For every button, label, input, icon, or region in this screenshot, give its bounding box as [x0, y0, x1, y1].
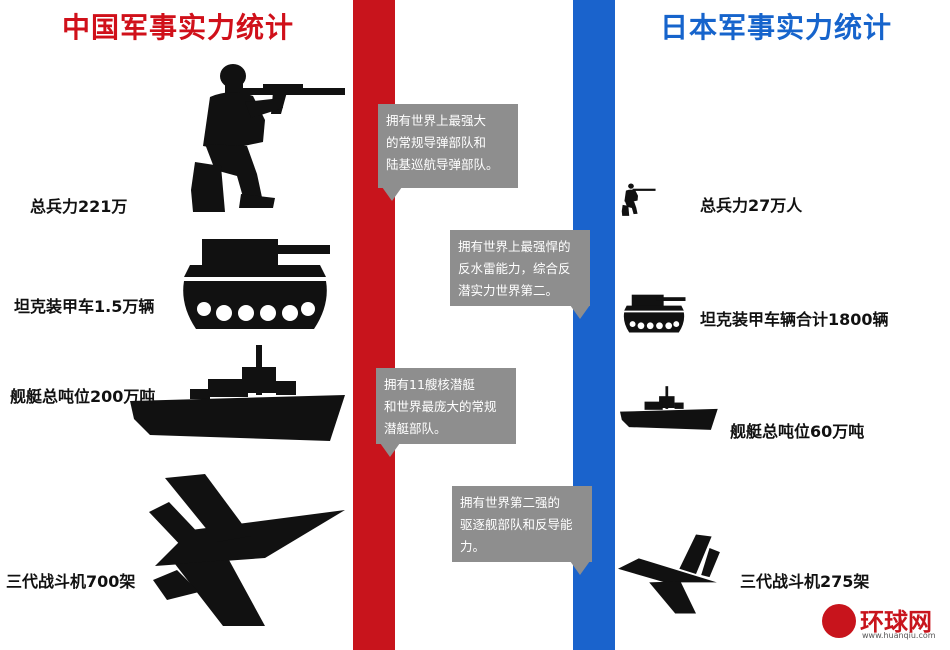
japan-fighters-label: 三代战斗机275架: [740, 572, 870, 591]
china-troops-label: 总兵力221万: [30, 197, 128, 216]
china-tank-icon: [180, 235, 330, 335]
japan-tanks-label: 坦克装甲车辆合计1800辆: [700, 310, 889, 329]
japan-soldier-icon: [620, 183, 656, 217]
china-title: 中国军事实力统计: [62, 11, 295, 44]
china-missiles-note: 拥有世界上最强大 的常规导弹部队和 陆基巡航导弹部队。: [378, 104, 518, 188]
china-fighter-jet-icon: [145, 470, 345, 630]
japan-warship-icon: [620, 380, 720, 436]
japan-destroyers-note-pointer: [570, 561, 590, 575]
japan-destroyers-note-text: 拥有世界第二强的 驱逐舰部队和反导能 力。: [460, 495, 573, 554]
china-tanks-label: 坦克装甲车1.5万辆: [14, 297, 155, 316]
china-warship-icon: [130, 343, 350, 443]
china-missiles-note-pointer: [382, 187, 402, 201]
china-submarines-note-pointer: [380, 443, 400, 457]
japan-fighter-jet-icon: [618, 532, 722, 616]
japan-minesweeping-note: 拥有世界上最强悍的 反水雷能力，综合反 潜实力世界第二。: [450, 230, 590, 306]
china-divider-bar: [353, 0, 395, 650]
huanqiu-logo: 环球网 www.huanqiu.com: [822, 600, 936, 644]
china-submarines-note-text: 拥有11艘核潜艇 和世界最庞大的常规 潜艇部队。: [384, 377, 497, 436]
japan-troops-label: 总兵力27万人: [700, 196, 803, 215]
logo-url: www.huanqiu.com: [862, 631, 936, 640]
china-soldier-icon: [185, 62, 345, 217]
china-submarines-note: 拥有11艘核潜艇 和世界最庞大的常规 潜艇部队。: [376, 368, 516, 444]
china-fighters-label: 三代战斗机700架: [6, 572, 136, 591]
china-missiles-note-text: 拥有世界上最强大 的常规导弹部队和 陆基巡航导弹部队。: [386, 113, 499, 172]
globe-icon: [822, 604, 856, 638]
japan-ships-label: 舰艇总吨位60万吨: [730, 422, 865, 441]
china-ships-label: 舰艇总吨位200万吨: [10, 387, 156, 406]
japan-title: 日本军事实力统计: [660, 11, 893, 44]
japan-minesweeping-note-text: 拥有世界上最强悍的 反水雷能力，综合反 潜实力世界第二。: [458, 239, 571, 298]
japan-minesweeping-note-pointer: [570, 305, 590, 319]
japan-destroyers-note: 拥有世界第二强的 驱逐舰部队和反导能 力。: [452, 486, 592, 562]
japan-tank-icon: [620, 293, 688, 335]
logo-name: 环球网: [860, 608, 932, 636]
